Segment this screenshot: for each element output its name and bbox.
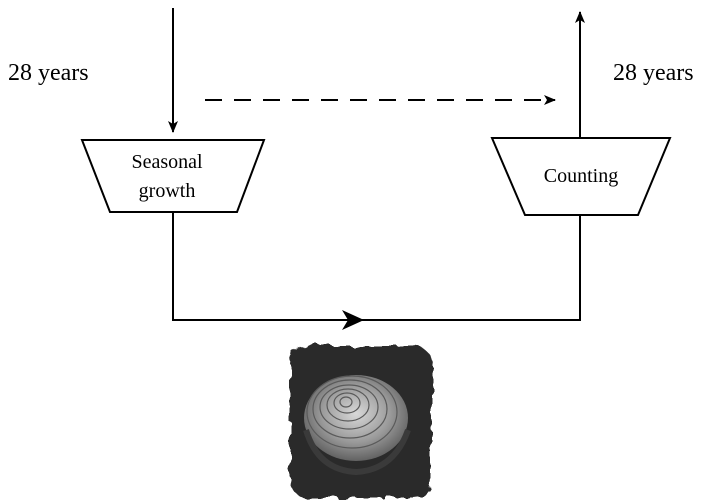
seasonal-growth-block xyxy=(80,139,266,213)
seasonal-growth-label-line1: Seasonal xyxy=(131,151,203,173)
tree-stump-image xyxy=(290,346,432,498)
tree-stump-rings-icon xyxy=(306,375,398,449)
stump-bark xyxy=(303,428,411,476)
connection-arrowhead xyxy=(342,310,364,330)
input-label: 28 years xyxy=(8,60,89,86)
counting-block xyxy=(490,137,672,216)
connection-path xyxy=(172,212,581,321)
seasonal-growth-label-line2: growth xyxy=(139,180,196,202)
output-label: 28 years xyxy=(613,60,694,86)
counting-label: Counting xyxy=(544,165,618,187)
